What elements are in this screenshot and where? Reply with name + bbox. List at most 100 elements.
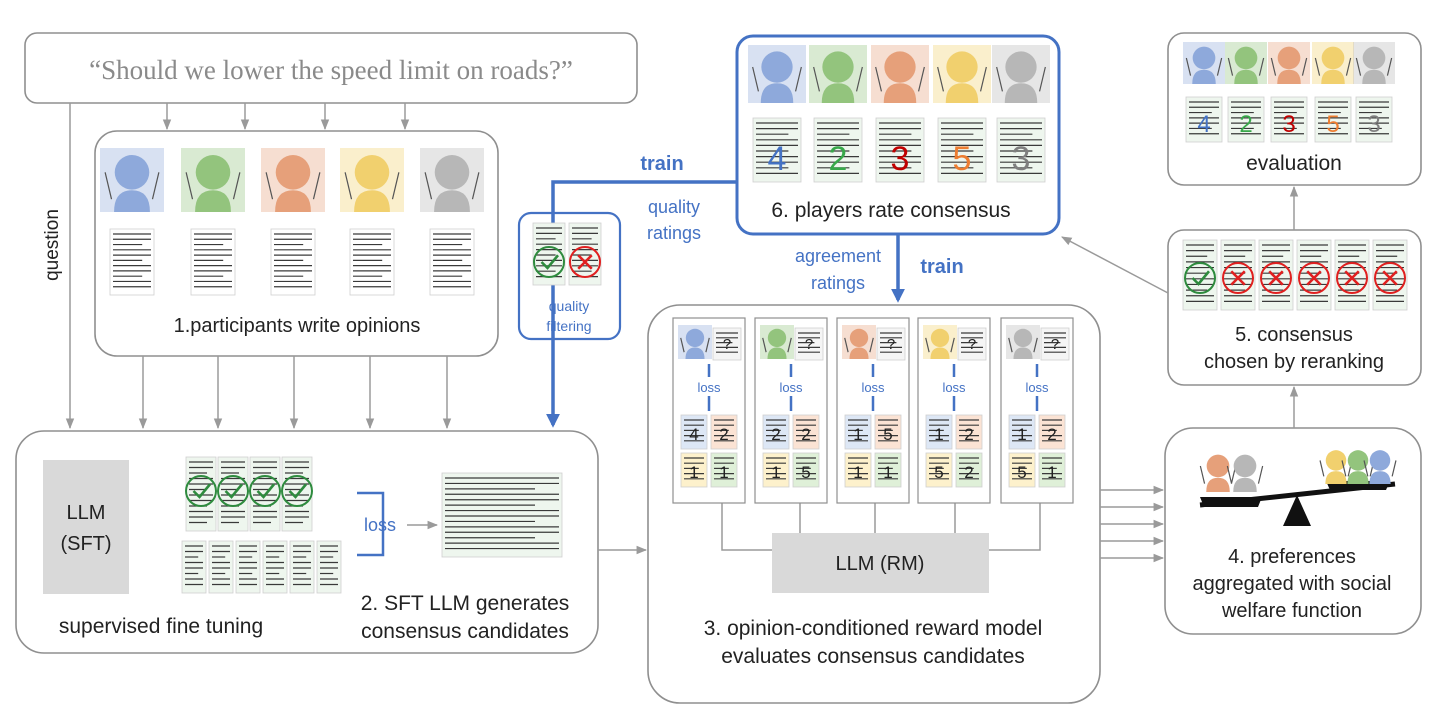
person-icon — [1225, 42, 1267, 84]
person-icon — [181, 148, 245, 212]
rm-connectors — [721, 503, 1041, 551]
document-icon — [844, 414, 872, 450]
cross-mark-icon — [1222, 262, 1254, 294]
document-icon — [844, 452, 872, 488]
step1-label: 1.participants write opinions — [174, 315, 421, 337]
document-icon — [349, 228, 395, 296]
person-icon — [748, 45, 806, 103]
person-icon — [933, 45, 991, 103]
check-mark-icon — [281, 475, 313, 507]
rm-to-welfare-arrows — [1100, 485, 1165, 563]
document-icon — [235, 540, 261, 594]
person-icon — [760, 325, 794, 359]
rating-number: 3 — [1282, 111, 1295, 138]
rating-number: 2 — [771, 425, 780, 444]
document-icon — [1270, 96, 1308, 143]
step4-label-line2: aggregated with social — [1192, 573, 1391, 595]
document-icon — [1040, 327, 1070, 361]
step2-label-line1: 2. SFT LLM generates — [361, 592, 570, 615]
question-mark: ? — [887, 336, 895, 353]
step5-label-line2: chosen by reranking — [1204, 351, 1384, 373]
cross-mark-icon — [569, 246, 601, 278]
question-label: question — [42, 209, 63, 281]
person-icon — [261, 148, 325, 212]
document-icon — [710, 452, 738, 488]
rating-number: 1 — [719, 463, 728, 482]
document-icon — [289, 540, 315, 594]
person-icon — [1268, 42, 1310, 84]
check-mark-icon — [1184, 262, 1216, 294]
person-icon — [1183, 42, 1225, 84]
document-icon — [1220, 239, 1256, 311]
rating-number: 1 — [853, 463, 862, 482]
person-icon — [842, 325, 876, 359]
check-mark-icon — [533, 246, 565, 278]
step6-label: 6. players rate consensus — [771, 199, 1010, 222]
train-label-quality: train — [640, 153, 683, 175]
loss-label: loss — [942, 380, 966, 395]
document-icon — [874, 452, 902, 488]
rating-number: 1 — [883, 463, 892, 482]
document-icon — [937, 117, 987, 183]
step2-label-line2: consensus candidates — [361, 620, 569, 643]
step4-label-line1: 4. preferences — [1228, 546, 1356, 568]
document-icon — [208, 540, 234, 594]
document-icon — [874, 414, 902, 450]
document-icon — [752, 117, 802, 183]
document-icon — [1008, 452, 1036, 488]
cross-mark-icon — [1298, 262, 1330, 294]
loss-label: loss — [1025, 380, 1049, 395]
rating-number: 3 — [1012, 140, 1031, 178]
person-icon — [100, 148, 164, 212]
rating-number: 2 — [964, 425, 973, 444]
sft-caption: supervised fine tuning — [59, 615, 263, 638]
rating-number: 1 — [934, 425, 943, 444]
rating-number: 4 — [768, 140, 787, 178]
rating-number: 5 — [801, 463, 810, 482]
document-icon — [925, 414, 953, 450]
question-mark: ? — [723, 336, 731, 353]
loss-label: loss — [861, 380, 885, 395]
rating-number: 2 — [964, 463, 973, 482]
question-mark: ? — [805, 336, 813, 353]
document-icon — [568, 222, 602, 286]
document-icon — [181, 540, 207, 594]
question-mark: ? — [1051, 336, 1059, 353]
document-icon — [1314, 96, 1352, 143]
quality-filtering-line1: quality — [549, 298, 589, 314]
person-icon — [678, 325, 712, 359]
document-icon — [1227, 96, 1265, 143]
loss-label: loss — [779, 380, 803, 395]
document-icon — [1355, 96, 1393, 143]
question-box — [24, 32, 638, 104]
person-icon — [809, 45, 867, 103]
rating-number: 3 — [891, 140, 910, 178]
loss-label: loss — [697, 380, 721, 395]
document-icon — [712, 327, 742, 361]
rating-number: 3 — [1367, 111, 1380, 138]
cross-mark-icon — [1260, 262, 1292, 294]
person-icon — [420, 148, 484, 212]
document-icon — [875, 117, 925, 183]
rerank-to-players-arrow — [1061, 236, 1169, 294]
rating-number: 2 — [1047, 425, 1056, 444]
document-icon — [925, 452, 953, 488]
rating-number: 1 — [1017, 425, 1026, 444]
rating-number: 1 — [771, 463, 780, 482]
sft-loss-label: loss — [364, 515, 396, 535]
person-icon — [1341, 450, 1375, 484]
document-icon — [794, 327, 824, 361]
document-icon — [270, 228, 316, 296]
document-icon — [957, 327, 987, 361]
document-icon — [1258, 239, 1294, 311]
check-mark-icon — [185, 475, 217, 507]
document-icon — [792, 452, 820, 488]
person-icon — [992, 45, 1050, 103]
document-icon — [1185, 96, 1223, 143]
rating-number: 2 — [801, 425, 810, 444]
train-label-agreement: train — [920, 256, 963, 278]
rating-number: 5 — [1326, 111, 1339, 138]
rating-number: 2 — [719, 425, 728, 444]
person-icon — [1312, 42, 1354, 84]
question-to-participants-arrows — [162, 103, 410, 131]
